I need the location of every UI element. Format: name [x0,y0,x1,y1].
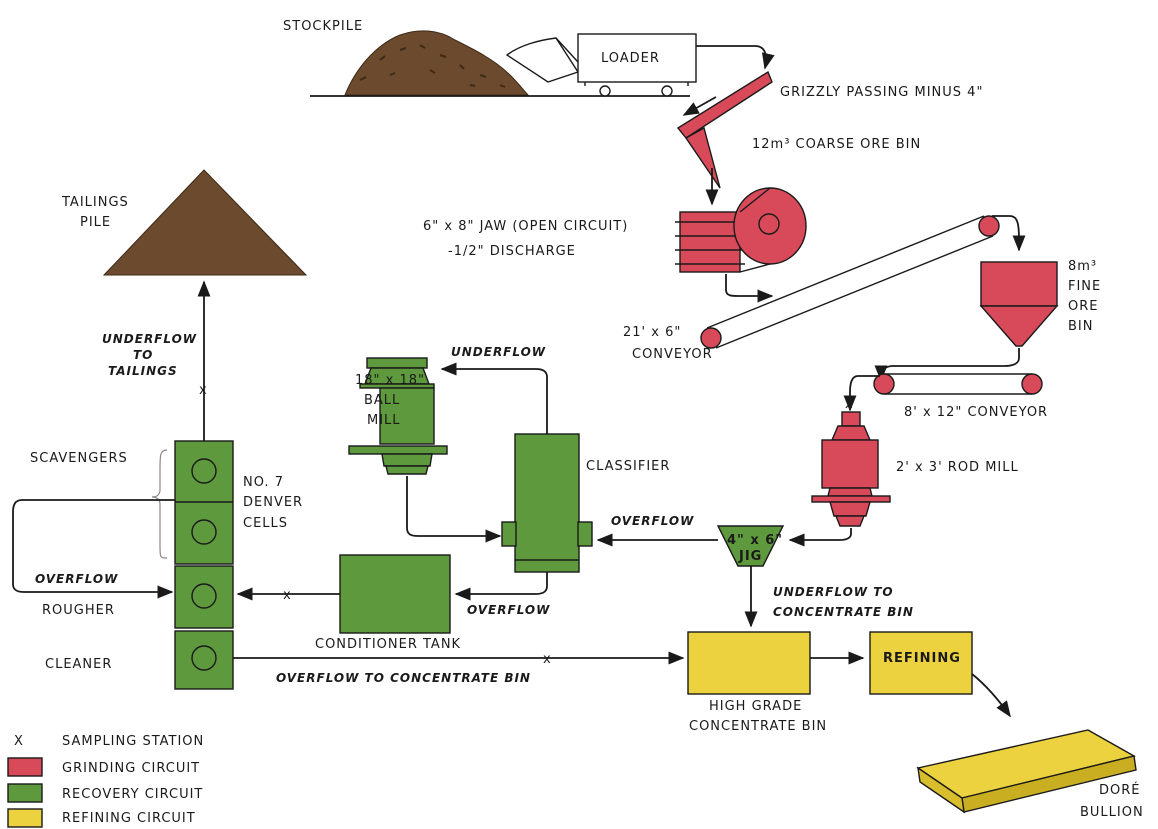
flow-scavenger-overflow-loop [12,499,175,599]
overflow-jig-label: OVERFLOW [611,514,694,528]
jaw-label-2: -1/2" DISCHARGE [448,244,576,259]
jig-label-1: 4" x 6" [727,533,783,548]
flow-fine-bin-to-conveyor8 [874,348,1020,382]
legend-recovery-label: RECOVERY CIRCUIT [62,787,203,802]
rougher-label: ROUGHER [42,603,115,618]
denver-label-2: DENVER [243,495,303,510]
denver-label-3: CELLS [243,516,288,531]
rod-mill-label: 2' x 3' ROD MILL [896,460,1019,475]
loader: LOADER [505,33,697,97]
grizzly-label: GRIZZLY PASSING MINUS 4" [780,85,983,100]
stockpile-label: STOCKPILE [283,19,363,34]
legend-grinding-label: GRINDING CIRCUIT [62,761,200,776]
conveyor-21ft [700,215,1000,349]
refining-unit [869,631,973,695]
fine-bin-label-1: 8m³ [1068,259,1097,274]
jig-label-2: JIG [738,549,762,564]
underflow-tailings-label-2: TO [133,348,153,362]
sampling-x-tailings: x [199,383,208,398]
rod-mill [811,411,891,527]
denver-label-1: NO. 7 [243,475,284,490]
underflow-tailings-label-1: UNDERFLOW [102,332,197,346]
flow-conveyor8-to-rod-mill [843,375,880,412]
fine-bin-label-2: FINE [1068,279,1101,294]
overflow-classifier-bottom-label: OVERFLOW [467,603,550,617]
jaw-label-1: 6" x 8" JAW (OPEN CIRCUIT) [423,219,628,234]
hg-bin-label-1: HIGH GRADE [709,699,802,714]
flow-refining-to-dore [971,673,1011,718]
conveyor21-label-1: 21' x 6" [623,325,681,340]
flow-grizzly-oversize [682,96,717,116]
legend-recovery-swatch [7,783,43,803]
classifier-label: CLASSIFIER [586,459,670,474]
dore-label-2: BULLION [1080,805,1144,820]
tailings-pile [102,169,308,276]
conveyor-8ft [873,373,1043,395]
legend-sampling-label: SAMPLING STATION [62,734,204,749]
legend-grinding-swatch [7,757,43,777]
refining-label: REFINING [883,651,961,666]
legend-refining-label: REFINING CIRCUIT [62,811,196,826]
dore-bullion [916,729,1137,814]
sampling-x-cleaner: x [543,652,552,667]
tailings-label-1: TAILINGS [61,195,129,210]
flow-conveyor21-to-fine-bin [992,215,1026,252]
ball-mill-label-3: MILL [367,413,401,428]
underflow-tailings-label-3: TAILINGS [108,364,178,378]
ball-mill-label-1: 18" x 18" [355,373,425,388]
legend-refining-swatch [7,808,43,828]
overflow-concentrate-label: OVERFLOW TO CONCENTRATE BIN [276,671,531,685]
conditioner-tank [339,554,451,634]
fine-bin-label-3: ORE [1068,299,1098,314]
flow-ball-mill-to-classifier [406,476,502,543]
flow-rod-mill-to-jig [788,528,852,547]
underflow-jig-label-2: CONCENTRATE BIN [773,605,914,619]
denver-cells [174,440,234,690]
sampling-x-conditioner: x [283,588,292,603]
underflow-classifier-label: UNDERFLOW [451,345,546,359]
cleaner-label: CLEANER [45,657,112,672]
flow-jaw-to-conveyor21 [725,274,774,303]
dore-label-1: DORÉ [1099,782,1141,798]
fine-bin-label-4: BIN [1068,319,1093,334]
flow-classifier-overflow-to-conditioner [454,572,548,601]
jaw-crusher [675,187,807,273]
hg-bin-label-2: CONCENTRATE BIN [689,719,827,734]
conveyor21-label-2: CONVEYOR [632,347,713,362]
tailings-label-2: PILE [80,215,111,230]
legend-sampling-symbol: X [14,734,24,749]
jig [716,525,785,567]
scavengers-brace [151,449,168,559]
underflow-jig-label-1: UNDERFLOW TO [773,585,894,599]
conditioner-label: CONDITIONER TANK [315,637,461,652]
classifier [501,433,593,573]
scavengers-label: SCAVENGERS [30,451,128,466]
loader-label: LOADER [601,51,660,66]
grizzly [676,70,773,189]
legend: X SAMPLING STATION GRINDING CIRCUIT RECO… [7,734,204,828]
flow-loader-to-grizzly [696,45,775,70]
high-grade-concentrate-bin [687,631,811,695]
coarse-bin-label: 12m³ COARSE ORE BIN [752,137,921,152]
conveyor8-label: 8' x 12" CONVEYOR [904,405,1048,420]
ball-mill-label-2: BALL [364,393,400,408]
fine-ore-bin [979,261,1059,347]
flow-classifier-underflow-to-ball-mill [440,362,548,434]
stockpile [344,30,530,96]
overflow-left-label: OVERFLOW [35,572,118,586]
ball-mill [348,357,448,475]
